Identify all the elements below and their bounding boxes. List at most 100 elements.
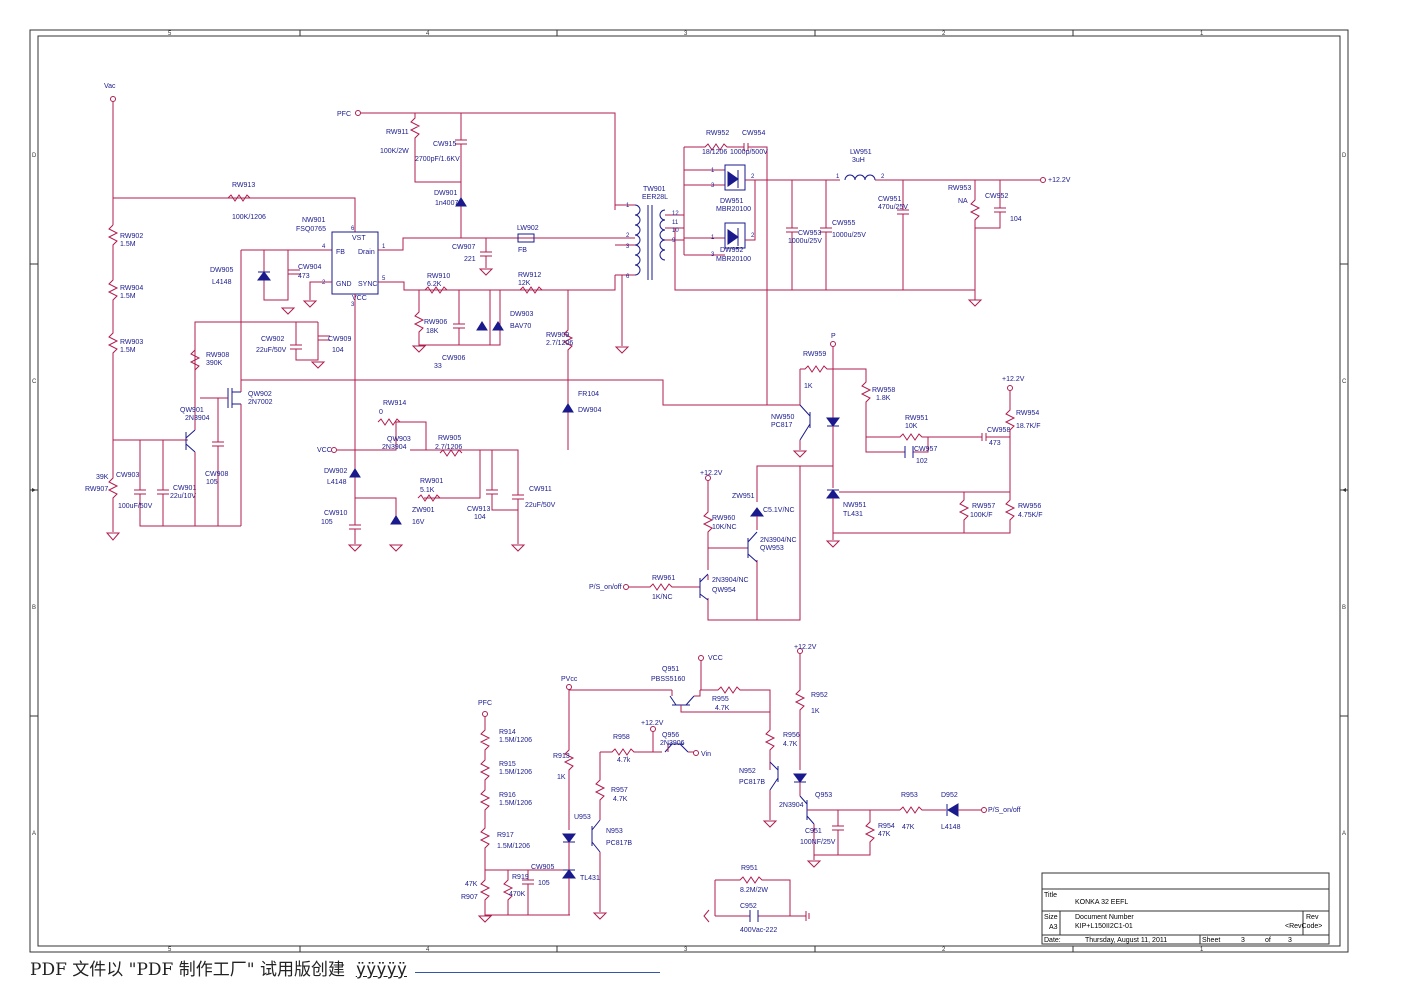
nw950-ref: NW950 xyxy=(771,414,794,421)
qw902-ref: QW902 xyxy=(248,391,272,398)
net-label-12v-d: +12.2V xyxy=(641,720,664,727)
cw953-value: 1000u/25V xyxy=(788,238,822,245)
n953-ref: N953 xyxy=(606,828,623,835)
ground-symbol xyxy=(347,544,363,552)
svg-text:6: 6 xyxy=(626,274,630,280)
qw903-value: 2N3904 xyxy=(382,444,407,451)
net-label-12v-b: +12.2V xyxy=(1002,376,1025,383)
ic-pin-vst: VST xyxy=(352,235,366,242)
rw913-ref: RW913 xyxy=(232,182,255,189)
cw909-value: 104 xyxy=(332,347,344,354)
cw913-ref: CW913 xyxy=(467,506,490,513)
dw903-value: BAV70 xyxy=(510,323,531,330)
cw909-ref: CW909 xyxy=(328,336,351,343)
cw903-ref: CW903 xyxy=(116,472,139,479)
title-label: Title xyxy=(1044,892,1057,899)
zone-label-side: A xyxy=(1342,831,1346,837)
zone-label-bottom: 1 xyxy=(1200,947,1204,953)
u953-value: TL431 xyxy=(580,875,600,882)
cw908-ref: CW908 xyxy=(205,471,228,478)
sheet-of-label: of xyxy=(1265,937,1271,944)
q953-ref: Q953 xyxy=(815,792,832,799)
pdf-note-text: PDF 文件以 "PDF 制作工厂" 试用版创建 xyxy=(30,960,356,980)
ground-symbol xyxy=(762,820,778,828)
cw952-ref: CW952 xyxy=(985,193,1008,200)
rev-value: <RevCode> xyxy=(1285,923,1322,930)
zw951-value: C5.1V/NC xyxy=(763,507,795,514)
dw901-ref: DW901 xyxy=(434,190,457,197)
zw901-zener xyxy=(390,515,402,525)
svg-text:3: 3 xyxy=(626,244,630,250)
net-port-pfc-2 xyxy=(482,711,488,717)
net-label-ps-on-2: P/S_on/off xyxy=(988,807,1021,814)
r913-ref: R913 xyxy=(553,753,570,760)
rw957-ref: RW957 xyxy=(972,503,995,510)
ic-pin-sync: SYNC xyxy=(358,281,377,288)
r919-value: 470K xyxy=(509,891,526,898)
ground-symbol xyxy=(310,361,326,369)
zone-label-bottom: 3 xyxy=(684,947,688,953)
nw950-led xyxy=(826,417,840,427)
d952-value: L4148 xyxy=(941,824,961,831)
svg-text:1: 1 xyxy=(836,174,840,180)
zone-label-side: C xyxy=(1342,379,1347,385)
net-label-ps-on: P/S_on/off xyxy=(589,584,622,591)
center-marker xyxy=(1342,488,1346,492)
r953-ref: R953 xyxy=(901,792,918,799)
r919-ref: R919 xyxy=(512,874,529,881)
snubber-section: PFC RW911 100K/2W CW915 2700pF/1.6KV DW9… xyxy=(337,110,616,450)
ic-part: FSQ0765 xyxy=(296,226,326,233)
svg-text:3: 3 xyxy=(351,302,355,308)
ground-symbol xyxy=(280,307,296,315)
feedback-section: P RW959 1K RW958 1.8K CW957 102 RW951 10… xyxy=(589,333,1043,621)
svg-text:3: 3 xyxy=(711,252,715,258)
cw915-value: 2700pF/1.6KV xyxy=(415,156,460,163)
c951-value: 100NF/25V xyxy=(800,839,836,846)
net-label-12v: +12.2V xyxy=(1048,177,1071,184)
cw906-value: 33 xyxy=(434,363,442,370)
lw902-ref: LW902 xyxy=(517,225,539,232)
cw954-ref: CW954 xyxy=(742,130,765,137)
net-port-12v-c xyxy=(705,475,711,481)
svg-text:3: 3 xyxy=(711,183,715,189)
lw951-ref: LW951 xyxy=(850,149,872,156)
dw902-diode xyxy=(349,468,361,478)
nw951-tl431 xyxy=(826,489,840,499)
cw953-ref: CW953 xyxy=(798,230,821,237)
rw912-value: 12K xyxy=(518,280,531,287)
u953-ref: U953 xyxy=(574,814,591,821)
rw910-value: 6.2K xyxy=(427,281,442,288)
cw913-value: 104 xyxy=(474,514,486,521)
r956-value: 4.7K xyxy=(783,741,798,748)
net-label-vac: Vac xyxy=(104,83,116,90)
sheet-label: Sheet xyxy=(1202,937,1220,944)
svg-text:4: 4 xyxy=(322,244,326,250)
cw955-ref: CW955 xyxy=(832,220,855,227)
rw953-value: NA xyxy=(958,198,968,205)
d952-ref: D952 xyxy=(941,792,958,799)
zone-label-top: 1 xyxy=(1200,31,1204,37)
rw905-ref: RW905 xyxy=(438,435,461,442)
cw902-value: 22uF/50V xyxy=(256,347,287,354)
q951-ref: Q951 xyxy=(662,666,679,673)
rw914-value: 0 xyxy=(379,409,383,416)
cw951-value: 470u/25V xyxy=(878,204,908,211)
tw901-value: EER28L xyxy=(642,194,668,201)
net-port-vac xyxy=(110,96,116,102)
doc-number-value: KIP+L150II2C1-01 xyxy=(1075,923,1133,930)
r957-ref: R957 xyxy=(611,787,628,794)
dw952-ref: DW952 xyxy=(720,247,743,254)
rw961-ref: RW961 xyxy=(652,575,675,582)
net-port-pvcc xyxy=(566,684,572,690)
rw909-ref: RW909 xyxy=(546,332,569,339)
ic-nw901: NW901 FSQ0765 FB Drain GND SYNC VST VCC … xyxy=(296,217,615,450)
net-label-pfc-2: PFC xyxy=(478,700,492,707)
pdf-note-tail: ÿÿÿÿÿ xyxy=(355,960,407,980)
ground-symbol xyxy=(510,544,526,552)
cw907-ref: CW907 xyxy=(452,244,475,251)
svg-text:1: 1 xyxy=(711,168,715,174)
secondary-rectifier: RW952 18/1206 CW954 1000p/500V DW951 MBR… xyxy=(683,130,1071,406)
dw902-value: L4148 xyxy=(327,479,347,486)
